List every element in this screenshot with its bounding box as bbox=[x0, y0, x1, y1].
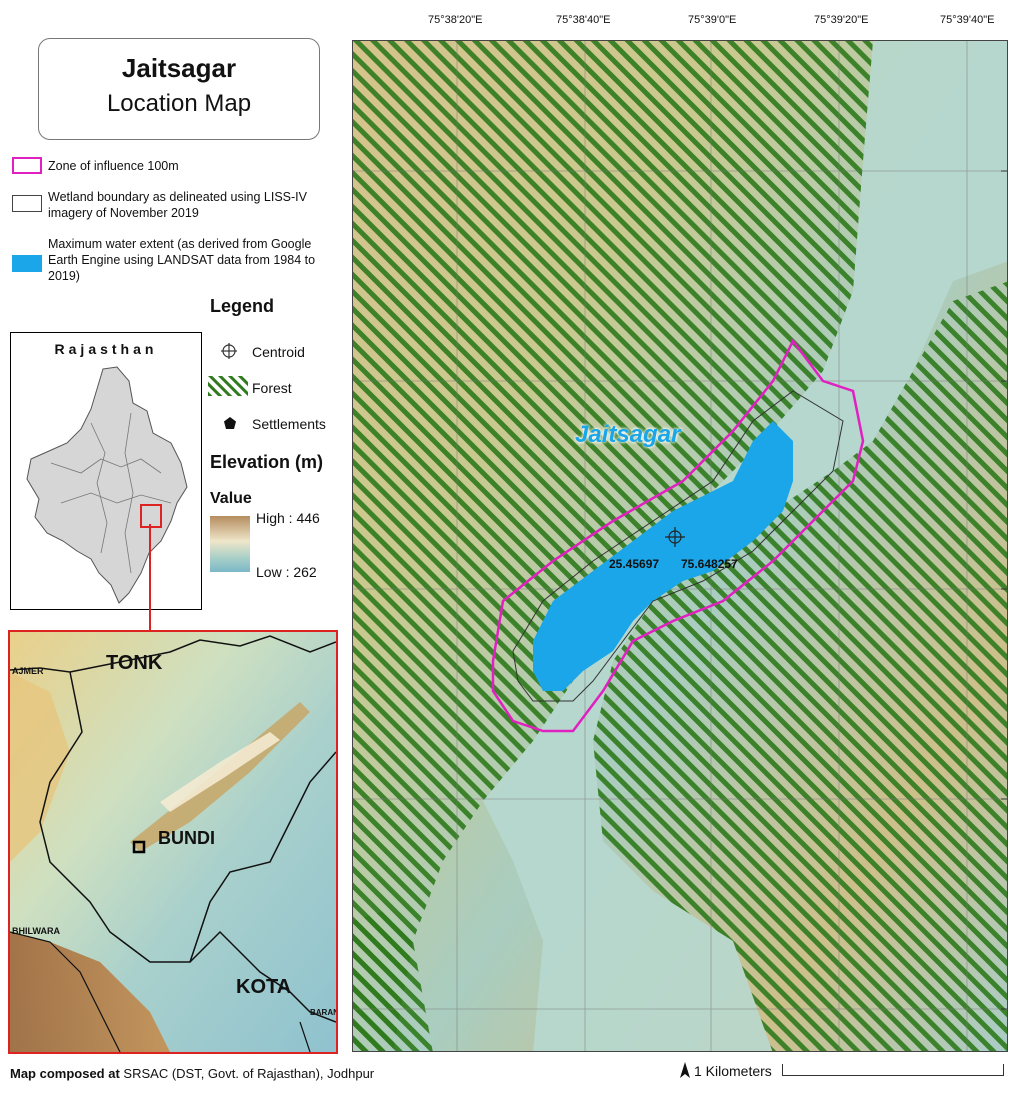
centroid-legend-label: Centroid bbox=[252, 344, 305, 360]
zone-legend-label: Zone of influence 100m bbox=[48, 159, 179, 173]
settlements-legend-label: Settlements bbox=[252, 416, 326, 432]
elevation-high-label: High : 446 bbox=[256, 510, 320, 526]
wetland-legend-label-1: Wetland boundary as delineated using LIS… bbox=[48, 190, 307, 204]
main-map-canvas bbox=[353, 41, 1007, 1051]
lake-label: Jaitsagar bbox=[575, 421, 681, 448]
coord-label-1: 75°38'20"E bbox=[428, 14, 483, 26]
forest-swatch bbox=[208, 376, 248, 396]
composed-value: SRSAC (DST, Govt. of Rajasthan), Jodhpur bbox=[123, 1066, 375, 1081]
coord-label-3: 75°39'0"E bbox=[688, 14, 737, 26]
legend-title: Legend bbox=[210, 296, 275, 316]
wetland-swatch bbox=[12, 195, 42, 212]
map-centroid-icon bbox=[665, 527, 685, 547]
elevation-ramp bbox=[210, 516, 250, 572]
footer-composed: Map composed at SRSAC (DST, Govt. of Raj… bbox=[10, 1066, 374, 1081]
forest-legend-label: Forest bbox=[252, 380, 292, 396]
inset-connector bbox=[149, 524, 151, 630]
district-inset: TONK AJMER BUNDI BHILWARA KOTA BARAN bbox=[8, 630, 338, 1054]
state-inset-title: Rajasthan bbox=[54, 341, 158, 357]
label-ajmer: AJMER bbox=[12, 666, 44, 676]
elevation-title: Elevation (m) bbox=[210, 452, 324, 472]
title-box: Jaitsagar Location Map bbox=[38, 38, 320, 140]
coord-label-2: 75°38'40"E bbox=[556, 14, 611, 26]
wetland-legend-label-2: imagery of November 2019 bbox=[48, 206, 199, 220]
centroid-lon-label: 75.648257 bbox=[681, 557, 738, 571]
water-legend-label-3: 2019) bbox=[48, 269, 80, 283]
coord-label-5: 75°39'40"E bbox=[940, 14, 995, 26]
label-baran: BARAN bbox=[310, 1008, 338, 1017]
elevation-low-label: Low : 262 bbox=[256, 564, 317, 580]
label-bundi: BUNDI bbox=[158, 828, 215, 848]
settlement-icon bbox=[224, 417, 236, 429]
water-legend-label-1: Maximum water extent (as derived from Go… bbox=[48, 237, 312, 251]
label-bhilwara: BHILWARA bbox=[12, 926, 60, 936]
centroid-icon bbox=[221, 343, 237, 359]
centroid-lat-label: 25.45697 bbox=[609, 557, 660, 571]
rajasthan-outline bbox=[26, 366, 188, 604]
map-subtitle: Location Map bbox=[106, 90, 252, 117]
map-title: Jaitsagar bbox=[121, 53, 237, 83]
water-swatch bbox=[12, 255, 42, 272]
label-tonk: TONK bbox=[106, 652, 163, 674]
north-arrow-icon bbox=[680, 1062, 690, 1078]
coord-label-4: 75°39'20"E bbox=[814, 14, 869, 26]
water-legend-label-2: Earth Engine using LANDSAT data from 198… bbox=[48, 253, 316, 267]
value-label: Value bbox=[210, 490, 252, 507]
state-inset: Rajasthan bbox=[10, 332, 202, 610]
district-map bbox=[10, 632, 336, 1052]
scale-bar bbox=[782, 1064, 1004, 1076]
composed-label: Map composed at bbox=[10, 1066, 120, 1081]
main-map: Jaitsagar 25.45697 75.648257 bbox=[352, 40, 1008, 1052]
zone-swatch bbox=[12, 157, 42, 174]
scale-label: 1 Kilometers bbox=[694, 1063, 772, 1079]
label-kota: KOTA bbox=[236, 976, 292, 998]
